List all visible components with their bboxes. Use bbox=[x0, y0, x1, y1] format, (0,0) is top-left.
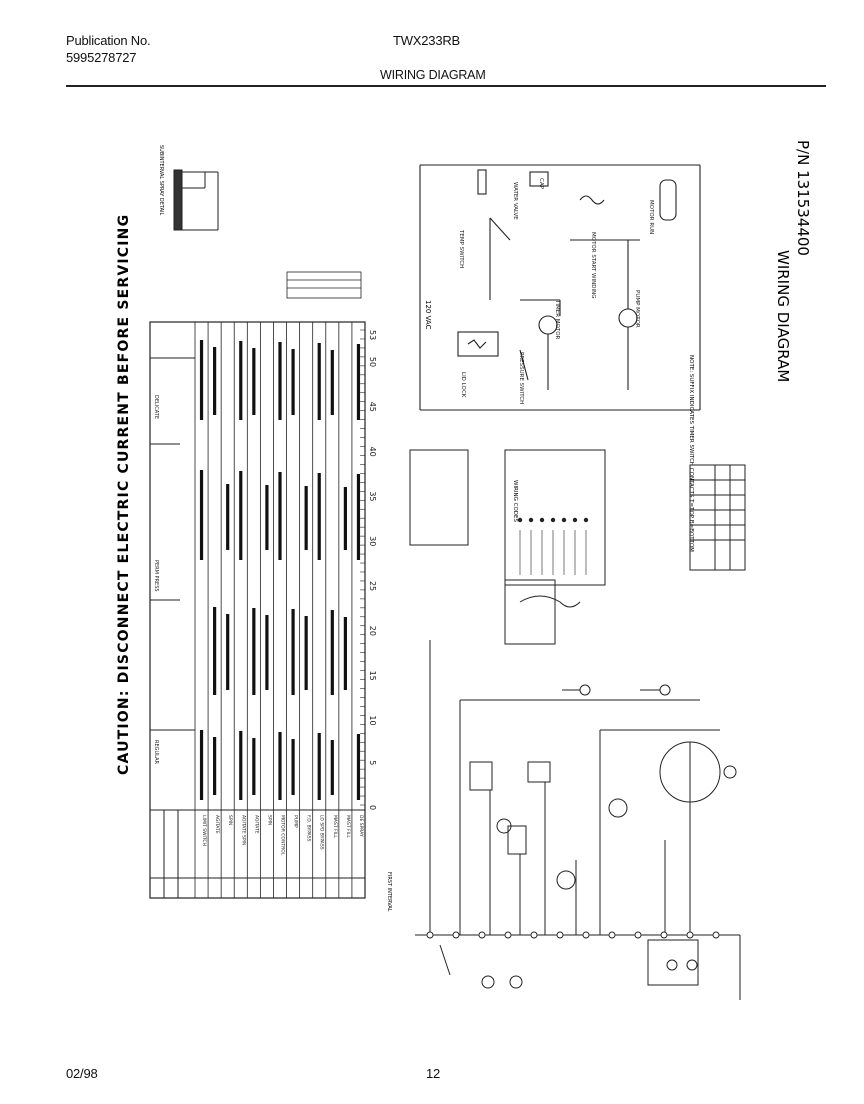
chart-footnote: FIRST INTERVAL bbox=[386, 872, 392, 912]
terminal bbox=[686, 931, 694, 939]
axis-tick-label: 5 bbox=[368, 760, 377, 765]
terminal bbox=[426, 931, 434, 939]
chart-circuit-label: AGITATE bbox=[253, 815, 259, 834]
terminal-row bbox=[426, 931, 720, 939]
supply-label: 120 VAC bbox=[424, 300, 432, 330]
code-symbol bbox=[528, 517, 534, 523]
code-symbol bbox=[583, 517, 589, 523]
chart-circuit-label: MOTOR CONTROL bbox=[280, 815, 286, 856]
code-symbol bbox=[572, 517, 578, 523]
terminal bbox=[582, 931, 590, 939]
axis-tick-label: 53 bbox=[368, 330, 377, 340]
terminal bbox=[530, 931, 538, 939]
terminal bbox=[712, 931, 720, 939]
code-symbol bbox=[550, 517, 556, 523]
axis-tick-label: 25 bbox=[368, 581, 377, 591]
wiring-codes-box bbox=[409, 449, 746, 645]
terminal bbox=[608, 931, 616, 939]
schematic-note: NOTE: SUFFIX INDICATES TIMER SWITCH CONT… bbox=[688, 355, 694, 552]
chart-circuit-label: LO SPD BYPASS bbox=[319, 815, 325, 850]
code-symbol bbox=[539, 517, 545, 523]
wiring-code-symbols bbox=[517, 517, 589, 575]
diagram-title: WIRING DIAGRAM bbox=[774, 250, 792, 382]
terminal bbox=[452, 931, 460, 939]
harness-schematic bbox=[415, 640, 741, 1000]
schematic-label: MOTOR RUN bbox=[648, 200, 654, 234]
chart-circuit-label: F.D. BYPASS bbox=[306, 815, 312, 842]
terminal bbox=[504, 931, 512, 939]
axis-tick-label: 20 bbox=[368, 626, 377, 636]
diagram-part-number: P/N 131534400 bbox=[794, 140, 812, 256]
terminal bbox=[556, 931, 564, 939]
terminal bbox=[634, 931, 642, 939]
schematic bbox=[419, 164, 701, 411]
section-title: WIRING DIAGRAM bbox=[380, 68, 486, 82]
spray-detail-title: SUBINTERVAL SPRAY DETAIL bbox=[158, 145, 164, 215]
schematic-label: TEMP SWITCH bbox=[458, 229, 464, 268]
axis-tick-label: 50 bbox=[368, 357, 377, 367]
chart-circuit-label: SPIN bbox=[266, 815, 272, 825]
schematic-label: TIMER MOTOR bbox=[554, 299, 560, 340]
schematic-label: CAP bbox=[538, 178, 544, 190]
chart-circuit-label: MAST FILL bbox=[332, 815, 338, 838]
model-number: TWX233RB bbox=[393, 33, 461, 48]
phase-label: DELICATE bbox=[153, 395, 159, 419]
caution-text: CAUTION: DISCONNECT ELECTRIC CURRENT BEF… bbox=[116, 214, 132, 775]
chart-circuit-label: SPIN bbox=[227, 815, 233, 825]
schematic-label: PRESSURE SWITCH bbox=[518, 352, 524, 404]
chart-circuit-label: DE SPRAY bbox=[358, 815, 364, 837]
code-symbol bbox=[561, 517, 567, 523]
terminal bbox=[660, 931, 668, 939]
timer-chart: LIMIT SWITCH AGITATE SPIN AGITATE SPIN AGITA… bbox=[149, 321, 366, 899]
axis-tick-label: 40 bbox=[368, 447, 377, 457]
schematic-label: PUMP MOTOR bbox=[634, 290, 640, 328]
axis-tick-label: 10 bbox=[368, 715, 377, 725]
terminal bbox=[478, 931, 486, 939]
publication-number: 5995278727 bbox=[66, 50, 137, 65]
phase-label: PERM PRESS bbox=[153, 560, 159, 592]
axis-tick-label: 15 bbox=[368, 671, 377, 681]
chart-circuit-label: AGITATE bbox=[214, 815, 220, 834]
code-symbol bbox=[517, 517, 523, 523]
schematic-labels: LID LOCK PRESSURE SWITCH TIMER MOTOR PUMP M… bbox=[458, 178, 654, 404]
chart-circuit-label: MAST FILL bbox=[345, 815, 351, 838]
axis-tick-label: 45 bbox=[368, 402, 377, 412]
wiring-codes-title: WIRING CODES bbox=[512, 480, 518, 523]
publication-label: Publication No. bbox=[66, 33, 151, 48]
axis-tick-label: 35 bbox=[368, 491, 377, 501]
axis-tick-label: 30 bbox=[368, 536, 377, 546]
page-number: 12 bbox=[426, 1066, 441, 1081]
chart-circuit-label: LIMIT SWITCH bbox=[201, 815, 207, 846]
schematic-label: MOTOR START WINDING bbox=[590, 232, 596, 298]
footer-date: 02/98 bbox=[66, 1066, 98, 1081]
schematic-label: WATER VALVE bbox=[512, 182, 518, 220]
spray-detail bbox=[173, 169, 219, 231]
phase-label: REGULAR bbox=[153, 740, 159, 764]
schematic-label: LID LOCK bbox=[460, 372, 466, 398]
chart-circuit-label: AGITATE SPIN bbox=[240, 815, 246, 845]
timer-legend bbox=[286, 271, 362, 299]
title-rule bbox=[66, 85, 826, 87]
axis-tick-label: 0 bbox=[368, 805, 377, 810]
chart-circuit-label: PUMP bbox=[293, 815, 299, 828]
